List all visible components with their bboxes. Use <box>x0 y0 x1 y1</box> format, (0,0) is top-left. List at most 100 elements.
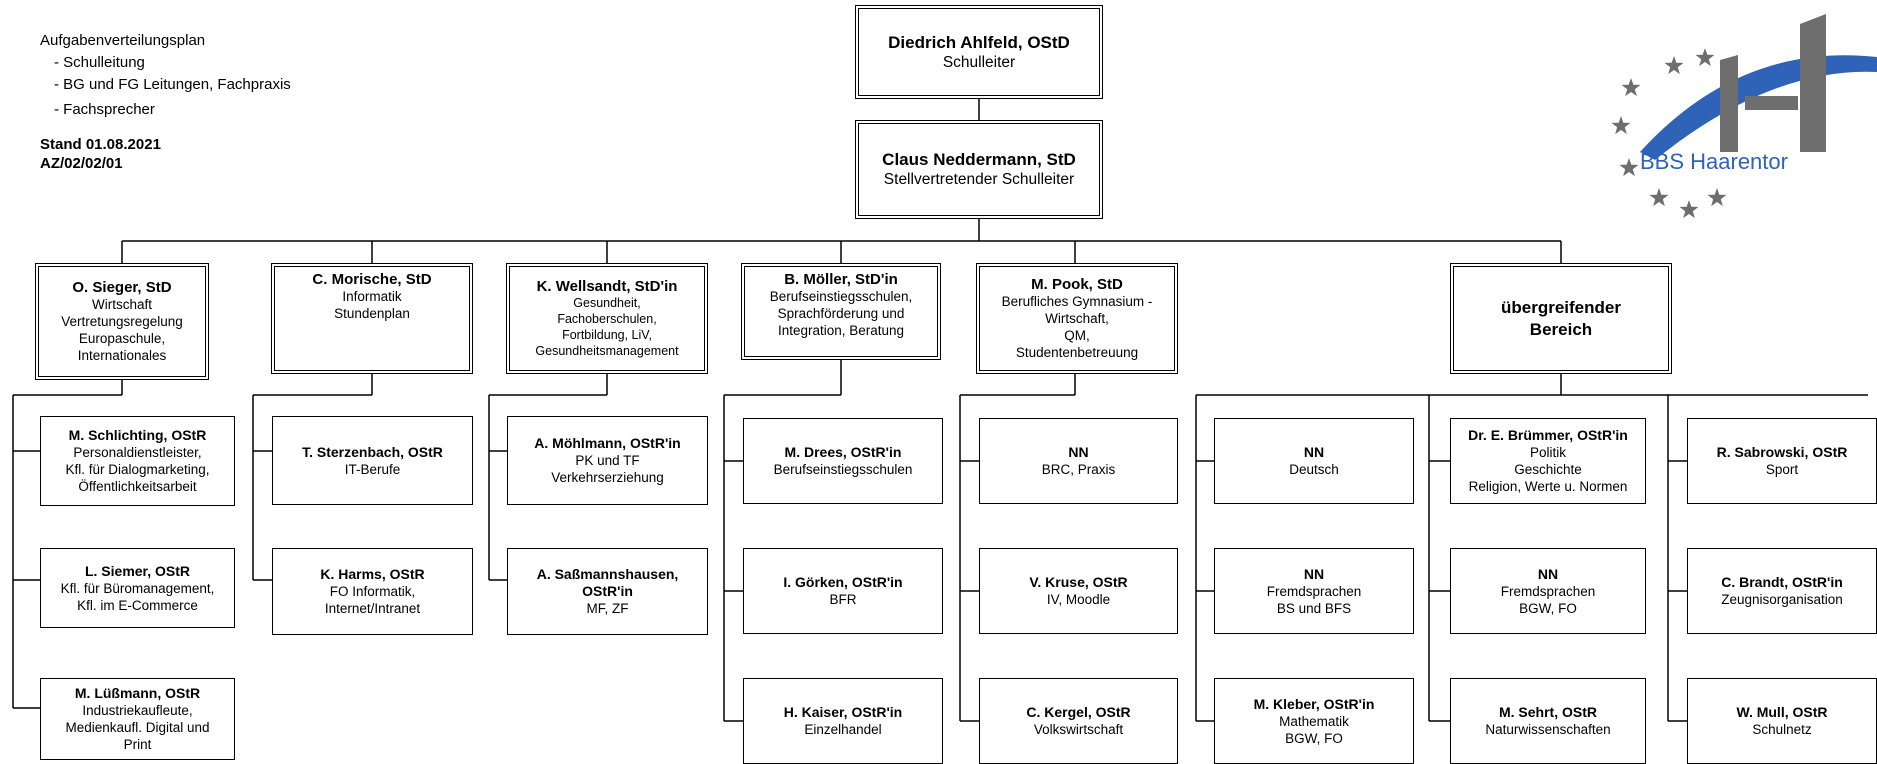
staff-name: M. Drees, OStR'in <box>784 444 902 460</box>
staff-name: V. Kruse, OStR <box>1029 574 1128 590</box>
principal-box: Diedrich Ahlfeld, OStD Schulleiter <box>855 5 1103 99</box>
head-box: übergreifender Bereich <box>1450 263 1672 374</box>
staff-desc: BFR <box>829 592 857 607</box>
staff-desc: Naturwissenschaften <box>1485 722 1611 737</box>
staff-name: NN <box>1537 565 1559 582</box>
staff-box: C. Brandt, OStR'in Zeugnisorganisation <box>1687 548 1877 634</box>
principal-name: Diedrich Ahlfeld, OStD <box>888 32 1070 52</box>
staff-desc: Einzelhandel <box>804 722 882 737</box>
staff-name: NN <box>1068 444 1089 460</box>
staff-box: Dr. E. Brümmer, OStR'in Politik Geschich… <box>1450 418 1646 504</box>
staff-desc: Berufseinstiegsschulen <box>773 462 913 477</box>
head-name: B. Möller, StD'in <box>784 271 898 288</box>
staff-box: NN Deutsch <box>1214 418 1414 504</box>
staff-desc: Fremdsprachen BGW, FO <box>1500 583 1596 616</box>
staff-name: K. Harms, OStR <box>320 566 425 582</box>
head-box: B. Möller, StD'in Berufseinstiegsschulen… <box>741 263 941 360</box>
staff-desc: Schulnetz <box>1752 722 1812 737</box>
logo-pillar-left <box>1720 55 1738 152</box>
staff-name: M. Lüßmann, OStR <box>74 685 201 701</box>
head-desc: Wirtschaft Vertretungsregelung Europasch… <box>61 297 183 363</box>
deputy-role: Stellvertretender Schulleiter <box>883 171 1075 188</box>
staff-box: T. Sterzenbach, OStR IT-Berufe <box>272 416 473 505</box>
staff-name: C. Brandt, OStR'in <box>1721 574 1843 590</box>
staff-name: A. Saßmannshausen, OStR'in <box>536 566 679 599</box>
staff-name: Dr. E. Brümmer, OStR'in <box>1468 427 1628 443</box>
info-title: Aufgabenverteilungsplan <box>40 32 206 49</box>
info-az: AZ/02/02/01 <box>40 155 123 172</box>
staff-box: W. Mull, OStR Schulnetz <box>1687 678 1877 764</box>
staff-name: M. Sehrt, OStR <box>1498 704 1597 720</box>
staff-desc: Industriekaufleute, Medienkaufl. Digital… <box>65 703 210 752</box>
head-box: C. Morische, StD Informatik Stundenplan <box>271 263 473 374</box>
deputy-box: Claus Neddermann, StD Stellvertretender … <box>855 120 1103 219</box>
staff-name: H. Kaiser, OStR'in <box>783 704 903 720</box>
staff-desc: Zeugnisorganisation <box>1721 592 1843 607</box>
staff-desc: Volkswirtschaft <box>1033 722 1124 737</box>
logo-swoosh <box>1640 55 1877 160</box>
staff-box: C. Kergel, OStR Volkswirtschaft <box>979 678 1178 764</box>
staff-desc: Sport <box>1765 462 1799 477</box>
staff-box: I. Görken, OStR'in BFR <box>743 548 943 634</box>
head-name: K. Wellsandt, StD'in <box>536 278 678 295</box>
deputy-name: Claus Neddermann, StD <box>882 150 1076 169</box>
info-item: - Fachsprecher <box>54 101 155 118</box>
staff-box: R. Sabrowski, OStR Sport <box>1687 418 1877 504</box>
principal-role: Schulleiter <box>942 53 1016 71</box>
head-box: M. Pook, StD Berufliches Gymnasium - Wir… <box>976 263 1178 374</box>
info-item: - Schulleitung <box>54 54 145 71</box>
staff-name: R. Sabrowski, OStR <box>1716 444 1848 460</box>
head-name: C. Morische, StD <box>312 271 432 288</box>
logo-bar <box>1745 96 1798 110</box>
head-desc: Informatik Stundenplan <box>334 289 410 321</box>
info-item: - BG und FG Leitungen, Fachpraxis <box>54 76 291 93</box>
head-desc: Berufseinstiegsschulen, Sprachförderung … <box>769 289 913 338</box>
staff-desc: IV, Moodle <box>1046 592 1111 607</box>
staff-box: H. Kaiser, OStR'in Einzelhandel <box>743 678 943 764</box>
logo-text: BBS Haarentor <box>1640 149 1788 174</box>
staff-name: M. Kleber, OStR'in <box>1253 695 1375 712</box>
staff-box: NN Fremdsprachen BS und BFS <box>1214 548 1414 634</box>
staff-desc: Mathematik BGW, FO <box>1279 713 1349 746</box>
head-name: O. Sieger, StD <box>72 279 172 296</box>
staff-desc: Politik Geschichte Religion, Werte u. No… <box>1468 445 1628 494</box>
staff-desc: Fremdsprachen BS und BFS <box>1266 583 1362 616</box>
staff-desc: Kfl. für Büromanagement, Kfl. im E-Comme… <box>60 580 215 613</box>
staff-name: M. Schlichting, OStR <box>68 427 207 443</box>
staff-box: M. Lüßmann, OStR Industriekaufleute, Med… <box>40 678 235 760</box>
staff-box: A. Saßmannshausen, OStR'in MF, ZF <box>507 548 708 635</box>
info-stand: Stand 01.08.2021 <box>40 136 161 153</box>
staff-desc: Deutsch <box>1289 462 1339 477</box>
staff-box: M. Sehrt, OStR Naturwissenschaften <box>1450 678 1646 764</box>
staff-desc: MF, ZF <box>586 601 629 616</box>
staff-box: L. Siemer, OStR Kfl. für Büromanagement,… <box>40 548 235 628</box>
school-logo: BBS Haarentor <box>1611 14 1877 219</box>
staff-desc: BRC, Praxis <box>1041 462 1116 477</box>
staff-box: M. Schlichting, OStR Personaldienstleist… <box>40 416 235 506</box>
staff-box: A. Möhlmann, OStR'in PK und TF Verkehrse… <box>507 416 708 505</box>
staff-name: C. Kergel, OStR <box>1026 704 1131 720</box>
staff-name: NN <box>1303 444 1325 460</box>
staff-desc: PK und TF Verkehrserziehung <box>551 453 664 485</box>
staff-desc: IT-Berufe <box>344 461 401 477</box>
staff-box: NN BRC, Praxis <box>979 418 1178 504</box>
staff-name: L. Siemer, OStR <box>84 562 191 579</box>
staff-name: T. Sterzenbach, OStR <box>302 443 443 460</box>
head-desc: übergreifender Bereich <box>1501 297 1621 339</box>
head-desc: Berufliches Gymnasium - Wirtschaft, QM, … <box>1001 294 1153 360</box>
staff-box: NN Fremdsprachen BGW, FO <box>1450 548 1646 634</box>
head-box: O. Sieger, StD Wirtschaft Vertretungsreg… <box>35 263 209 380</box>
logo-stars <box>1611 48 1727 219</box>
staff-box: V. Kruse, OStR IV, Moodle <box>979 548 1178 634</box>
staff-name: W. Mull, OStR <box>1736 704 1828 720</box>
staff-name: NN <box>1303 565 1325 582</box>
staff-desc: FO Informatik, Internet/Intranet <box>324 584 421 616</box>
staff-box: K. Harms, OStR FO Informatik, Internet/I… <box>272 548 473 635</box>
head-name: M. Pook, StD <box>1031 276 1123 293</box>
info-block: Aufgabenverteilungsplan - Schulleitung -… <box>40 30 291 173</box>
staff-box: M. Kleber, OStR'in Mathematik BGW, FO <box>1214 678 1414 764</box>
staff-box: M. Drees, OStR'in Berufseinstiegsschulen <box>743 418 943 504</box>
staff-name: A. Möhlmann, OStR'in <box>534 435 681 451</box>
logo-pillar-right <box>1800 14 1826 152</box>
